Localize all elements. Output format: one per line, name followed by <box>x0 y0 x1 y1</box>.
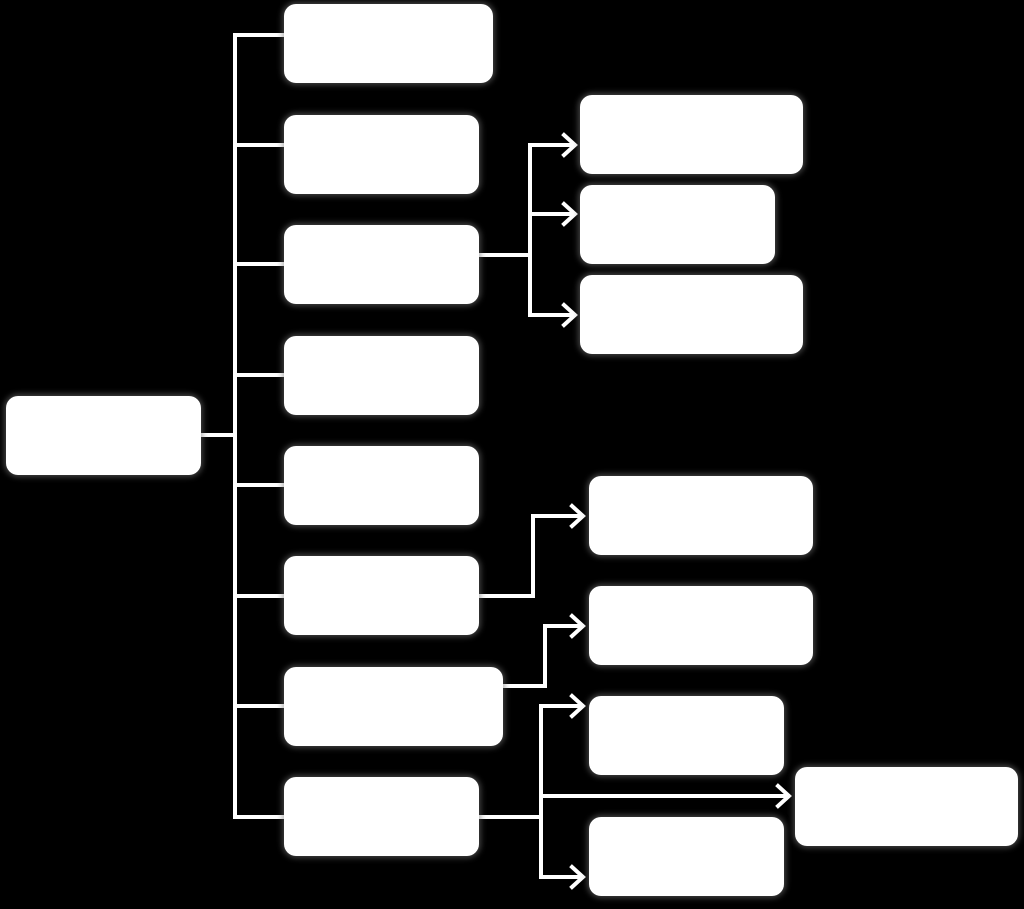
level2-node-8c <box>589 817 784 896</box>
arrowhead-l2-8c <box>569 864 586 890</box>
level1-node-2 <box>284 115 479 194</box>
arrowhead-l2-6a <box>569 503 586 529</box>
level2-node-3b <box>580 185 775 264</box>
level1-node-4 <box>284 336 479 415</box>
arrowhead-l2-8a <box>569 693 586 719</box>
arrowhead-l2-3c <box>561 302 578 328</box>
connector-l2-7a <box>501 624 584 688</box>
level1-node-8 <box>284 777 479 856</box>
arrowhead-l2-8b <box>775 783 792 809</box>
level2-node-8b <box>795 767 1018 846</box>
level2-node-8a <box>589 696 784 775</box>
level2-node-3a <box>580 95 803 174</box>
level1-node-5 <box>284 446 479 525</box>
connector-l2-6a <box>477 514 584 598</box>
level2-node-3c <box>580 275 803 354</box>
level1-node-6 <box>284 556 479 635</box>
arrowhead-l2-3a <box>561 132 578 158</box>
arrowhead-l2-3b <box>561 201 578 227</box>
level1-node-3 <box>284 225 479 304</box>
level1-node-7 <box>284 667 503 746</box>
level1-node-1 <box>284 4 493 83</box>
level2-node-6a <box>589 476 813 555</box>
arrowhead-l2-7a <box>569 613 586 639</box>
level2-node-7a <box>589 586 813 665</box>
root-node <box>6 396 201 475</box>
